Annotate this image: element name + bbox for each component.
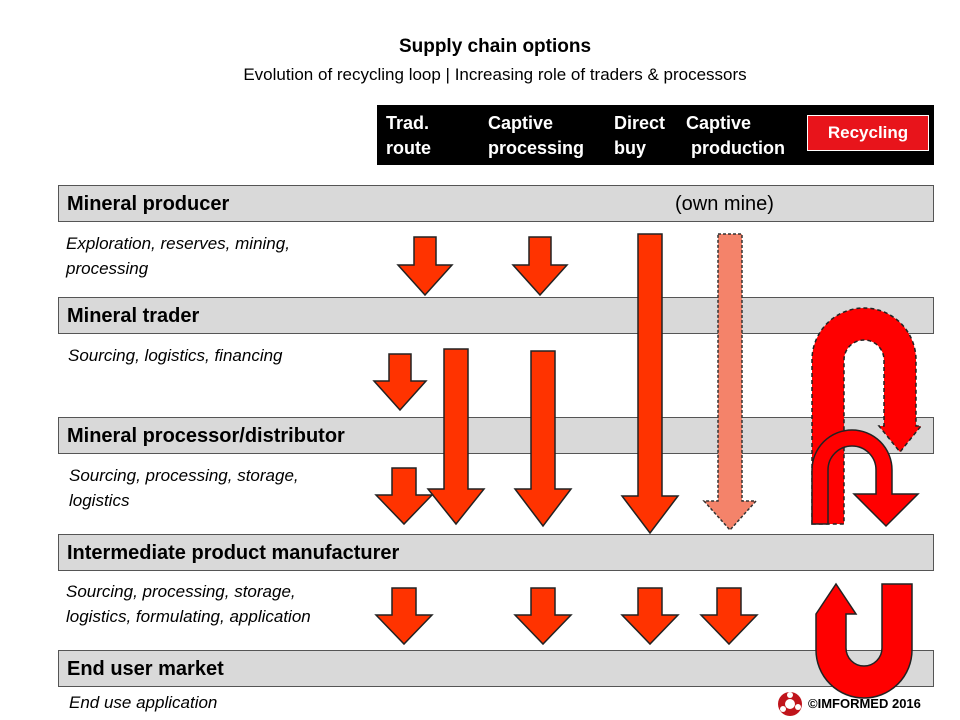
stage-mineral-producer: Mineral producer (own mine) bbox=[58, 185, 934, 222]
stage-label: End user market bbox=[67, 658, 224, 680]
legend-trad-route: Trad. route bbox=[386, 113, 431, 158]
arrow-trad-route-trader-manufacturer bbox=[426, 348, 486, 526]
legend-direct-buy: Direct buy bbox=[614, 113, 666, 158]
stage-mineral-processor: Mineral processor/distributor bbox=[58, 417, 934, 454]
legend-recycling: Recycling bbox=[807, 115, 929, 151]
description-line: logistics, formulating, application bbox=[66, 607, 311, 626]
stage-label: Intermediate product manufacturer bbox=[67, 542, 400, 564]
stage-description: End use application bbox=[69, 690, 217, 715]
description-line: Sourcing, processing, storage, bbox=[69, 466, 299, 485]
description-line: Sourcing, logistics, financing bbox=[68, 346, 283, 365]
arrow-manufacturer-end-user-3 bbox=[620, 587, 680, 646]
stage-note: (own mine) bbox=[675, 193, 774, 215]
arrow-captive-processing-trader-manufacturer bbox=[513, 350, 573, 528]
legend-captive-production: Captive production bbox=[686, 113, 785, 158]
stage-mineral-trader: Mineral trader bbox=[58, 297, 934, 334]
arrow-trad-route-producer-trader bbox=[396, 236, 454, 297]
stage-description: Sourcing, logistics, financing bbox=[68, 343, 283, 368]
arrow-captive-production-dashed bbox=[702, 233, 758, 532]
recycle-loop-middle bbox=[811, 429, 920, 528]
stage-end-user-market: End user market bbox=[58, 650, 934, 687]
arrow-processor-manufacturer bbox=[374, 467, 434, 526]
description-line: Sourcing, processing, storage, bbox=[66, 582, 296, 601]
arrow-manufacturer-end-user-1 bbox=[374, 587, 434, 646]
copyright-footer: ©IMFORMED 2016 bbox=[808, 696, 921, 711]
stage-description: Exploration, reserves, mining, processin… bbox=[66, 231, 290, 281]
arrow-captive-processing-producer-trader bbox=[511, 236, 569, 297]
description-line: processing bbox=[66, 259, 149, 278]
diagram-subtitle: Evolution of recycling loop | Increasing… bbox=[243, 65, 747, 84]
arrow-direct-buy-long bbox=[620, 233, 680, 535]
stage-intermediate-manufacturer: Intermediate product manufacturer bbox=[58, 534, 934, 571]
stage-label: Mineral trader bbox=[67, 305, 200, 327]
stage-label: Mineral processor/distributor bbox=[67, 425, 345, 447]
arrow-trad-route-trader-processor bbox=[372, 353, 428, 412]
legend-captive-processing: Captive processing bbox=[488, 113, 585, 158]
stage-description: Sourcing, processing, storage, logistics bbox=[69, 463, 299, 513]
description-line: Exploration, reserves, mining, bbox=[66, 234, 290, 253]
diagram-title: Supply chain options bbox=[398, 36, 592, 57]
arrow-manufacturer-end-user-4 bbox=[699, 587, 759, 646]
stage-description: Sourcing, processing, storage, logistics… bbox=[66, 579, 311, 629]
arrow-manufacturer-end-user-2 bbox=[513, 587, 573, 646]
stage-label: Mineral producer bbox=[67, 193, 230, 215]
imformed-logo-icon bbox=[778, 692, 802, 716]
recycle-loop-lower bbox=[815, 582, 913, 699]
recycle-loop-upper bbox=[811, 307, 923, 525]
description-line: End use application bbox=[69, 693, 218, 712]
description-line: logistics bbox=[69, 491, 130, 510]
